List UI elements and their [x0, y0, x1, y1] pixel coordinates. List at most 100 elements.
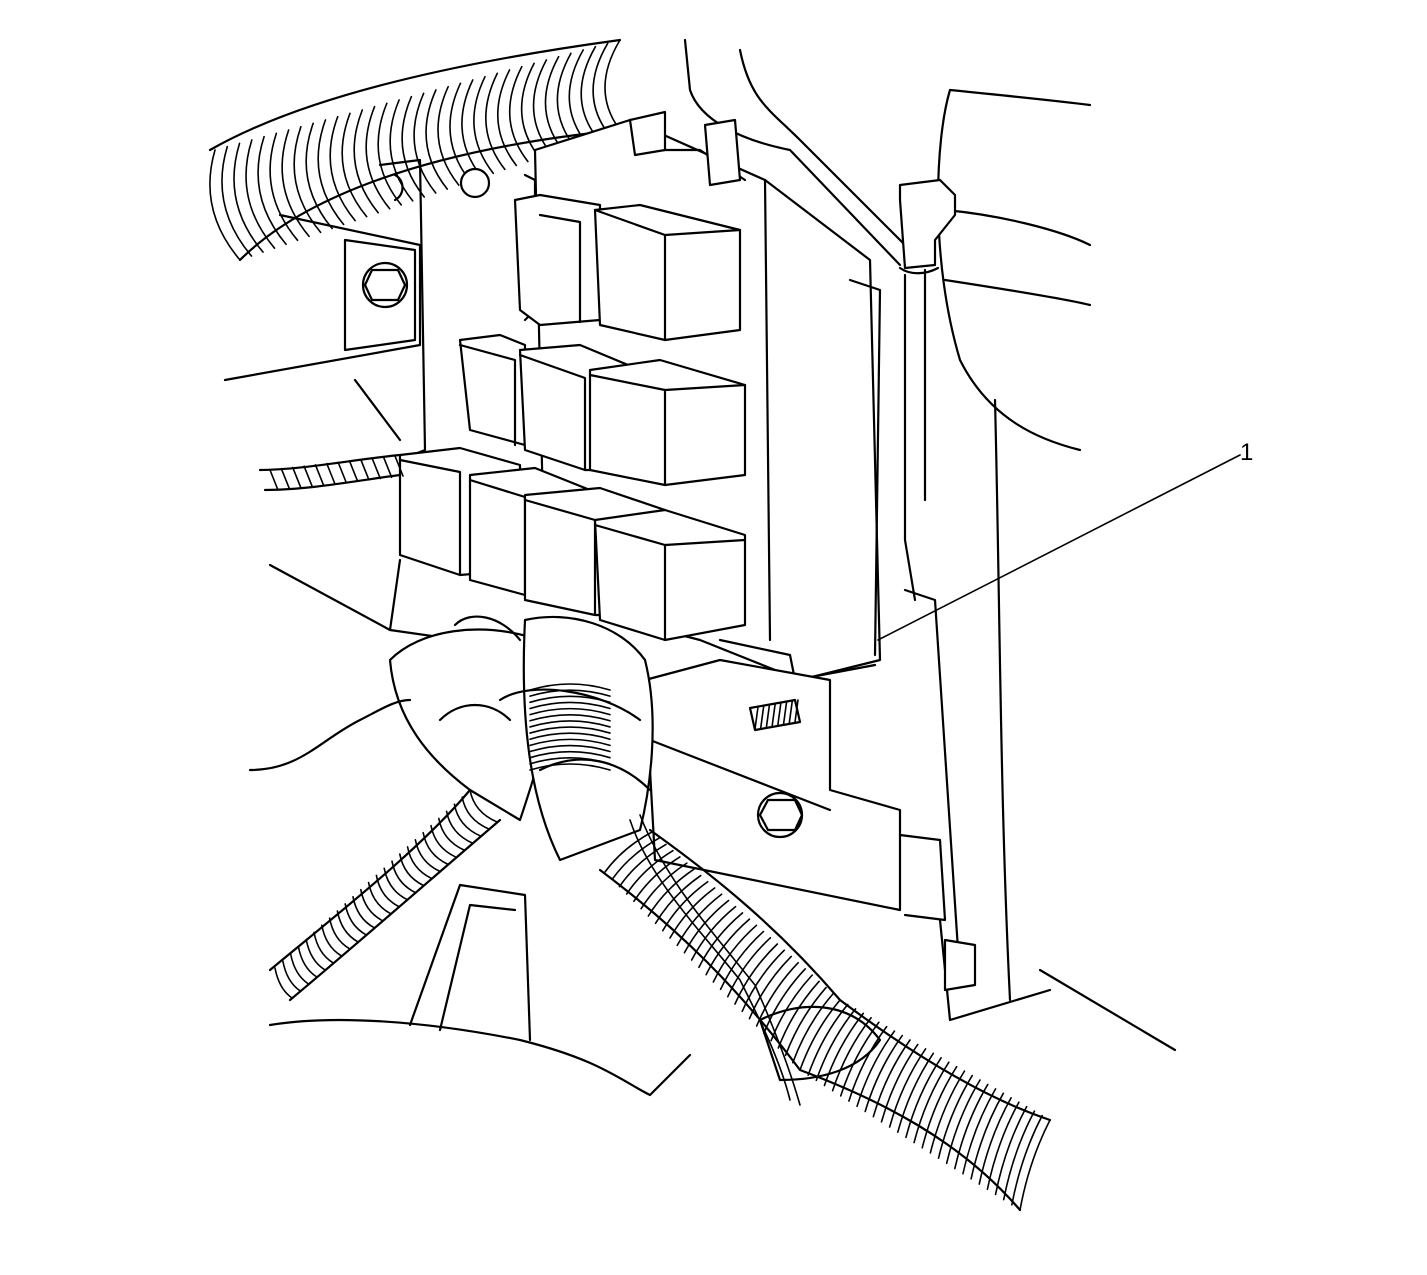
corrugation-rib	[690, 905, 737, 961]
lower-bolt	[756, 791, 804, 839]
corrugation-rib	[580, 45, 598, 139]
corrugation-rib	[719, 930, 765, 991]
corrugation-rib	[269, 132, 299, 242]
corrugation-rib	[896, 1052, 935, 1134]
corrugation-rib	[529, 738, 611, 747]
corrugation-rib	[856, 1030, 896, 1108]
corrugation-rib	[473, 75, 495, 175]
corrugation-rib	[461, 796, 490, 830]
corrugation-rib	[633, 856, 681, 903]
wiring-harness	[258, 453, 1052, 1212]
corrugation-rib	[962, 1088, 997, 1175]
corrugation-rib	[329, 115, 356, 222]
relays	[398, 193, 747, 642]
corrugation-rib	[748, 955, 793, 1020]
corrugation-rib	[360, 459, 370, 481]
callout-label: 1	[1240, 439, 1253, 466]
corrugation-rib	[782, 701, 788, 725]
corrugation-rib	[406, 846, 433, 880]
corrugation-rib	[529, 732, 611, 741]
corrugation-rib	[929, 1070, 966, 1154]
corrugation-rib	[529, 713, 611, 722]
corrugation-rib	[921, 1065, 958, 1149]
corrugation-rib	[245, 139, 276, 249]
corrugation-rib	[529, 707, 611, 716]
corrugation-rib	[683, 899, 730, 954]
corrugation-rib	[794, 699, 799, 723]
corrugation-rib	[391, 860, 416, 894]
corrugation-rib	[289, 952, 310, 985]
corrugation-rib	[233, 142, 264, 253]
corrugation-rib	[430, 824, 457, 858]
corrugation-rib	[377, 102, 403, 206]
corrugation-rib	[937, 1074, 974, 1159]
corrugation-rib	[529, 689, 611, 697]
corrugation-rib	[777, 980, 820, 1049]
upper-corrugated-duct	[208, 38, 622, 262]
corrugation-rib	[413, 92, 437, 194]
corrugation-rib	[848, 1025, 888, 1102]
relay	[458, 333, 527, 447]
corrugation-rib	[604, 39, 621, 131]
corrugation-rib	[281, 129, 310, 238]
corrugation-rib	[317, 119, 345, 226]
corrugation-rib	[640, 862, 688, 910]
corrugation-rib	[269, 469, 279, 491]
corrugation-rib	[297, 945, 318, 978]
corrugation-rib	[529, 726, 611, 734]
corrugation-rib	[777, 702, 782, 726]
corrugation-rib	[353, 109, 379, 214]
corrugation-rib	[461, 79, 483, 179]
wire-clip	[898, 178, 957, 602]
relay	[588, 358, 747, 487]
corrugation-rib	[371, 457, 382, 480]
corrugation-rib	[770, 974, 813, 1042]
corrugation-rib	[669, 887, 716, 939]
corrugation-rib	[611, 837, 660, 881]
corrugation-rib	[274, 967, 293, 999]
corrugation-rib	[344, 903, 367, 936]
corrugation-rib	[449, 82, 472, 183]
corrugation-rib	[1011, 1114, 1044, 1206]
corrugation-rib	[880, 1043, 919, 1123]
corrugation-rib	[734, 943, 779, 1005]
corrugation-rib	[568, 49, 587, 143]
corrugation-rib	[314, 464, 325, 486]
corrugation-rib	[799, 999, 841, 1071]
corrugation-rib	[529, 757, 611, 765]
corrugation-rib	[282, 960, 301, 992]
left-bolt	[361, 261, 409, 309]
corrugation-rib	[365, 105, 391, 210]
corrugation-rib	[352, 896, 375, 929]
corrugation-rib	[529, 763, 611, 771]
corrugation-rib	[438, 817, 465, 851]
corrugation-rib	[375, 874, 400, 908]
corrugation-rib	[529, 720, 611, 728]
slot	[393, 173, 404, 202]
corrugation-rib	[913, 1061, 950, 1144]
corrugation-rib	[305, 122, 333, 230]
corrugation-rib	[394, 455, 404, 477]
corrugation-rib	[280, 467, 291, 490]
corrugation-rib	[326, 462, 336, 485]
corrugation-rib	[676, 893, 723, 947]
corrugation-rib	[986, 1101, 1020, 1191]
corrugation-rib	[321, 924, 342, 957]
corrugation-rib	[771, 703, 776, 727]
corrugation-rib	[360, 888, 383, 922]
callout-leader	[877, 454, 1241, 641]
relay	[593, 508, 747, 642]
corrugation-rib	[705, 918, 751, 976]
corrugation-rib	[341, 112, 368, 218]
corrugation-rib	[328, 917, 351, 950]
relay	[593, 203, 742, 342]
lower-bracket-plate	[643, 658, 1052, 1022]
corrugation-rib	[556, 52, 575, 147]
relay	[513, 193, 602, 327]
corrugation-rib	[399, 853, 424, 887]
corrugation-rib	[401, 95, 426, 198]
corrugation-rib	[791, 992, 834, 1064]
corrugation-rib	[754, 706, 759, 730]
corrugation-rib	[305, 938, 326, 971]
